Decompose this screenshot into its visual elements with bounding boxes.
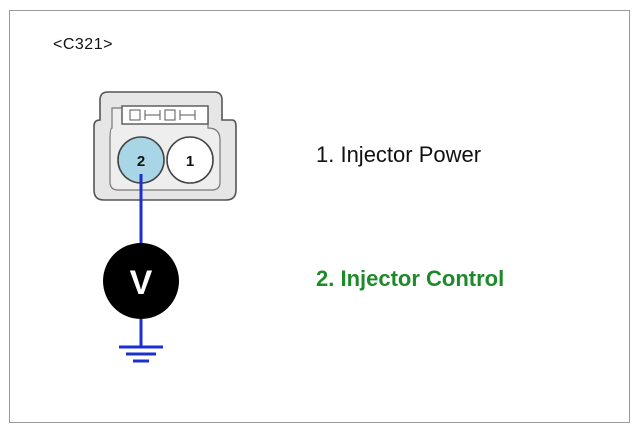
voltmeter-symbol: V	[130, 264, 153, 302]
legend-item-injector-control: 2. Injector Control	[316, 266, 505, 291]
pin-2-label: 2	[137, 153, 145, 170]
pin-1-label: 1	[186, 153, 194, 170]
pin-1[interactable]: 1	[166, 136, 214, 184]
ground-icon	[119, 345, 163, 363]
diagram-frame	[9, 10, 630, 423]
connector-housing	[93, 91, 237, 201]
legend-item-injector-power: 1. Injector Power	[316, 142, 482, 167]
connector-id-label: <C321>	[53, 36, 113, 53]
voltmeter-icon: V	[103, 243, 179, 319]
